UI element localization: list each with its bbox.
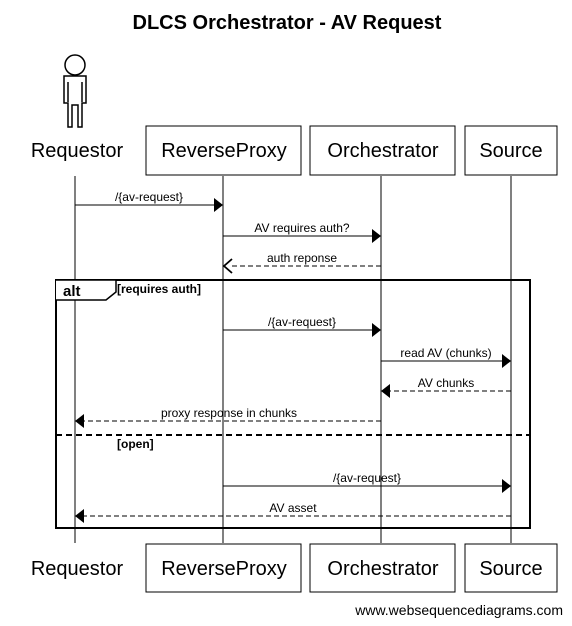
arrowhead-icon [75, 509, 84, 523]
footer-link[interactable]: www.websequencediagrams.com [354, 602, 563, 618]
participant-box-reverse-proxy-top [145, 125, 302, 176]
message-6: AV chunks [381, 376, 511, 398]
message-9-label: AV asset [269, 501, 317, 515]
participant-requestor-top: Requestor [31, 140, 124, 162]
message-1: /{av-request} [75, 190, 223, 212]
arrowhead-icon [372, 229, 381, 243]
message-7: proxy response in chunks [75, 406, 381, 428]
arrowhead-icon [502, 479, 511, 493]
message-8-label: /{av-request} [333, 471, 401, 485]
actor-icon [63, 54, 87, 128]
participant-reverse-proxy-top: ReverseProxy [161, 140, 287, 162]
alt-keyword: alt [63, 283, 81, 300]
message-7-label: proxy response in chunks [161, 406, 297, 420]
participant-orchestrator-top: Orchestrator [327, 140, 438, 162]
lifelines [74, 176, 512, 543]
message-8: /{av-request} [223, 471, 511, 493]
message-9: AV asset [75, 501, 511, 523]
message-2: AV requires auth? [223, 221, 381, 243]
arrowhead-icon [75, 414, 84, 428]
participant-reverse-proxy-bottom: ReverseProxy [161, 558, 287, 580]
diagram-title: DLCS Orchestrator - AV Request [133, 12, 442, 34]
message-6-label: AV chunks [418, 376, 474, 390]
arrowhead-icon [502, 354, 511, 368]
participant-box-source-top [464, 125, 558, 176]
message-3: auth reponse [222, 251, 381, 274]
arrowhead-icon [372, 323, 381, 337]
open-arrowhead-icon [222, 258, 233, 274]
message-1-label: /{av-request} [115, 190, 183, 204]
participant-requestor-bottom: Requestor [31, 558, 124, 580]
message-5-label: read AV (chunks) [400, 346, 491, 360]
message-2-label: AV requires auth? [254, 221, 349, 235]
participant-orchestrator-bottom: Orchestrator [327, 558, 438, 580]
alt-frame: alt [requires auth] [open] [55, 279, 531, 529]
arrowhead-icon [214, 198, 223, 212]
alt-guard-1: [requires auth] [117, 282, 201, 296]
message-4: /{av-request} [223, 315, 381, 337]
participant-box-reverse-proxy-bottom [145, 543, 302, 593]
participant-source-bottom: Source [479, 558, 542, 580]
participant-source-top: Source [479, 140, 542, 162]
arrowhead-icon [381, 384, 390, 398]
participant-box-source-bottom [464, 543, 558, 593]
participant-box-orchestrator-top [309, 125, 456, 176]
participant-box-orchestrator-bottom [309, 543, 456, 593]
message-3-label: auth reponse [267, 251, 337, 265]
alt-guard-2: [open] [117, 437, 154, 451]
message-5: read AV (chunks) [381, 346, 511, 368]
message-4-label: /{av-request} [268, 315, 336, 329]
